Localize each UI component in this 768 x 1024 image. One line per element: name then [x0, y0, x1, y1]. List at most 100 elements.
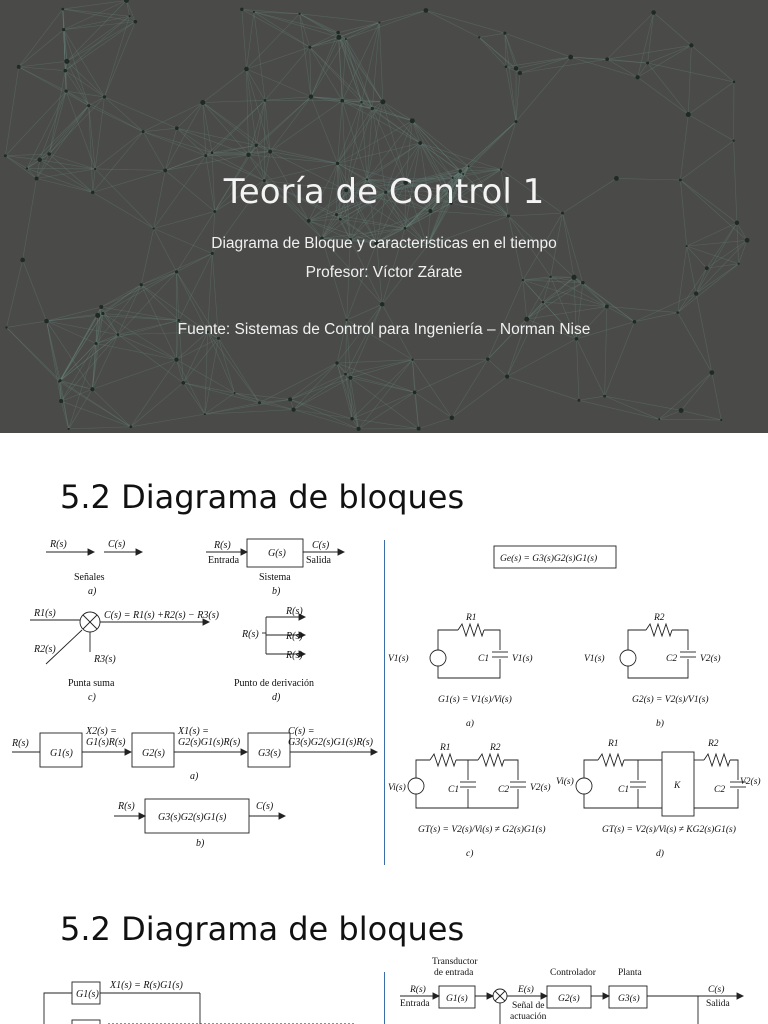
network-line	[452, 169, 502, 179]
network-line	[310, 96, 343, 102]
network-line	[153, 170, 166, 229]
network-line	[452, 173, 464, 179]
network-line	[309, 32, 339, 48]
network-line	[246, 68, 257, 146]
network-line	[637, 62, 648, 78]
network-line	[253, 11, 310, 48]
cascade-x2b: G1(s)R(s)	[86, 737, 126, 748]
network-line	[246, 13, 300, 70]
network-line	[500, 169, 563, 214]
network-dot	[403, 226, 407, 230]
network-line	[204, 338, 219, 415]
network-line	[94, 168, 154, 229]
network-line	[65, 91, 96, 170]
network-line	[637, 12, 654, 78]
network-line	[153, 228, 213, 254]
b-v1: V1(s)	[584, 653, 605, 664]
network-dot	[447, 189, 452, 193]
network-line	[430, 190, 451, 212]
network-line	[61, 400, 131, 428]
network-line	[695, 222, 738, 294]
network-line	[337, 142, 421, 164]
network-line	[376, 202, 452, 244]
network-line	[519, 56, 571, 74]
network-line	[264, 100, 271, 152]
network-line	[104, 96, 144, 132]
network-line	[504, 33, 521, 74]
network-dot	[47, 152, 52, 156]
network-dot	[102, 95, 107, 99]
error-caption-2: actuación	[510, 1012, 547, 1022]
network-line	[310, 96, 338, 164]
network-dot	[204, 154, 208, 158]
network-line	[46, 321, 62, 402]
network-line	[92, 306, 102, 390]
network-line	[212, 145, 257, 153]
d-c1: C1	[618, 785, 629, 795]
network-line	[218, 338, 260, 403]
network-line	[337, 32, 373, 109]
network-line	[5, 66, 20, 156]
network-line	[202, 102, 207, 156]
network-line	[345, 319, 347, 375]
network-dot	[87, 104, 91, 108]
network-dot	[177, 318, 181, 322]
network-dot	[504, 65, 508, 69]
network-line	[308, 214, 337, 222]
network-line	[117, 334, 184, 384]
network-line	[58, 315, 98, 382]
c-tag: c)	[466, 848, 473, 859]
network-line	[526, 282, 583, 320]
network-line	[350, 377, 353, 419]
network-line	[66, 90, 144, 132]
network-line	[345, 190, 351, 240]
network-line	[516, 56, 571, 69]
network-line	[367, 179, 450, 192]
network-line	[336, 163, 338, 215]
network-line	[176, 359, 184, 383]
network-line	[60, 380, 69, 429]
network-line	[211, 100, 266, 153]
network-line	[46, 321, 60, 382]
network-line	[647, 45, 692, 64]
network-line	[345, 374, 353, 419]
network-dot	[403, 180, 409, 185]
network-line	[372, 108, 387, 193]
network-line	[430, 173, 464, 212]
network-dot	[581, 280, 585, 285]
a-r1: R1	[465, 613, 477, 623]
network-line	[6, 327, 60, 382]
network-line	[337, 163, 347, 191]
network-line	[321, 192, 386, 239]
network-dot	[720, 418, 723, 422]
network-line	[430, 171, 461, 212]
network-dot	[366, 178, 369, 181]
network-line	[46, 320, 93, 390]
network-line	[345, 102, 362, 191]
d-c2: C2	[714, 785, 725, 795]
network-line	[686, 245, 739, 265]
sum-equation: C(s) = R1(s) +R2(s) − R3(s)	[104, 610, 220, 621]
network-line	[49, 153, 93, 193]
network-line	[153, 228, 177, 273]
network-line	[379, 10, 426, 23]
network-line	[405, 182, 452, 204]
network-line	[688, 45, 692, 115]
network-line	[468, 166, 509, 217]
network-line	[337, 163, 368, 180]
network-dot	[34, 176, 39, 181]
network-line	[336, 191, 386, 215]
network-line	[468, 166, 502, 170]
network-line	[686, 239, 748, 247]
network-dot	[568, 54, 574, 60]
network-line	[350, 179, 368, 240]
network-line	[46, 315, 98, 322]
network-line	[350, 239, 383, 305]
network-line	[385, 120, 413, 193]
network-line	[117, 271, 177, 335]
network-dot	[152, 227, 155, 230]
signal-r-label: R(s)	[49, 539, 67, 550]
network-line	[101, 284, 142, 308]
network-dot	[693, 291, 699, 296]
network-line	[379, 22, 384, 102]
